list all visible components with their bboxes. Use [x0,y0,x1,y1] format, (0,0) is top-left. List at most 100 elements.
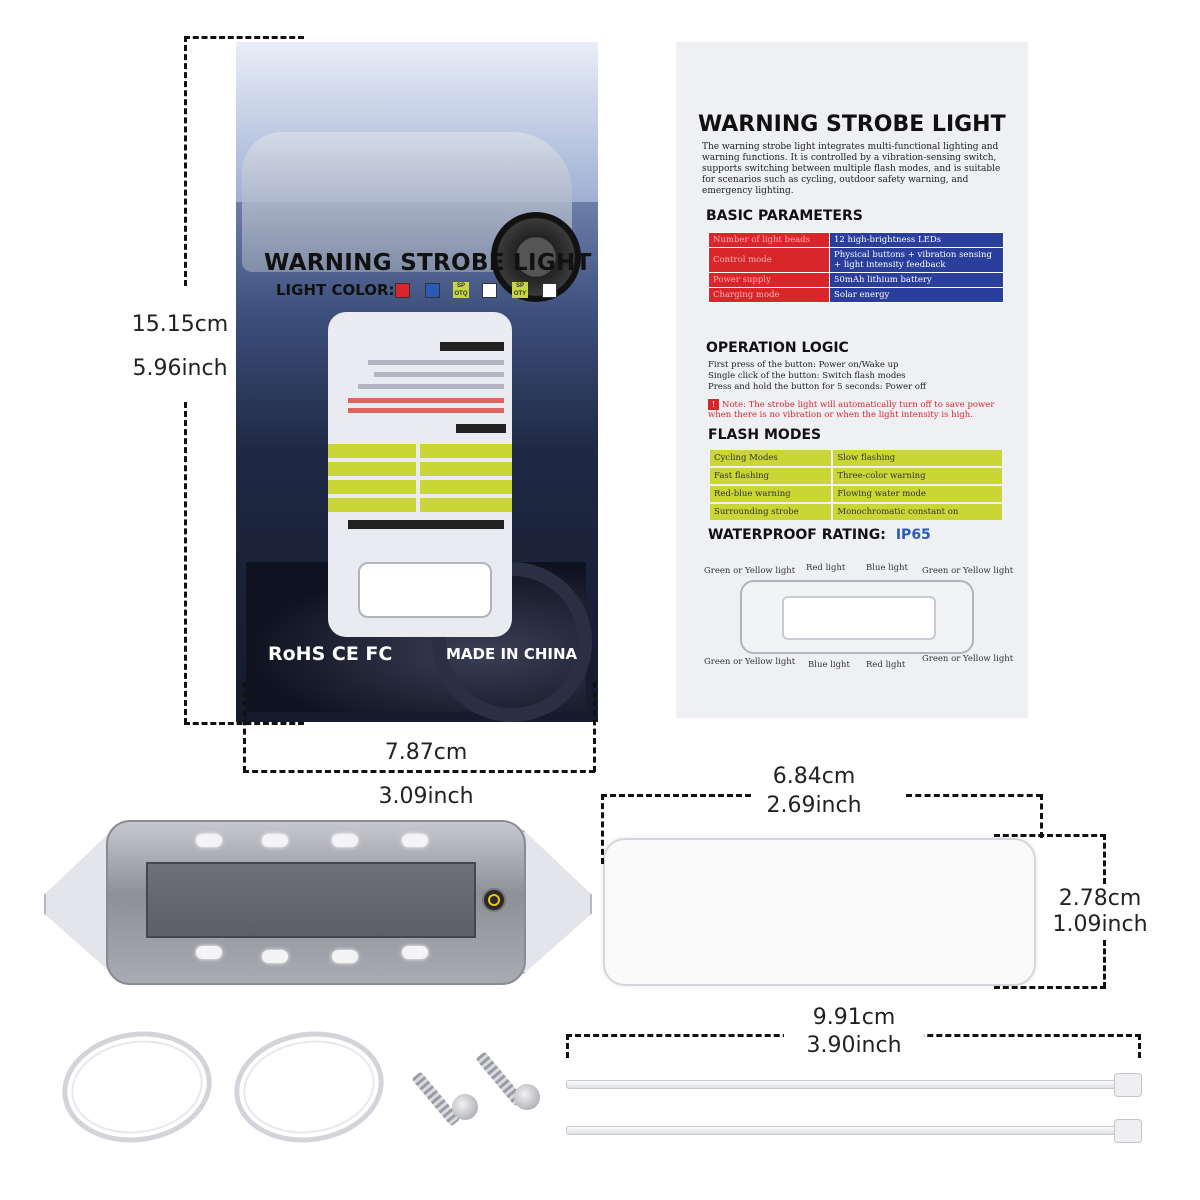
flash-mode: Fast flashing [707,466,834,486]
package-height-inch: 5.96inch [132,356,228,381]
waterproof-label: WATERPROOF RATING: [708,527,886,543]
flash-mode: Three-color warning [831,466,1004,486]
width-dim-left [243,682,246,772]
sticker-width-dim-left [601,794,751,797]
param-value: 12 high-brightness LEDs [829,232,1004,248]
list-item: Single click of the button: Switch flash… [708,371,906,381]
package-height-cm: 15.15cm [131,312,229,337]
product-intro-text: The warning strobe light integrates mult… [702,142,1001,196]
cable-tie-head [1114,1119,1142,1143]
power-button-icon [482,888,506,912]
led-bead [332,950,358,963]
sticker-width-inch: 2.69inch [766,793,862,818]
diagram-label: Blue light [866,563,908,573]
param-value: Solar energy [829,287,1004,303]
param-key: Power supply [708,272,830,288]
solar-panel [146,862,476,938]
flash-mode: Monochromatic constant on [831,502,1004,522]
blue-color-swatch [425,283,440,298]
flash-mode: Surrounding strobe [707,502,834,522]
height-dim-top [184,36,304,39]
adhesive-pad [603,838,1036,986]
tie-length-cm: 9.91cm [784,1005,924,1030]
front-package-title: WARNING STROBE LIGHT [264,250,592,276]
param-value: 50mAh lithium battery [829,272,1004,288]
screw-head [452,1094,478,1120]
sticker-width-dim-left-tick [601,794,604,864]
param-value: Physical buttons + vibration sensing + l… [829,247,1004,273]
flash-mode: Flowing water mode [831,484,1004,504]
sticker-height-dim-top [994,834,1106,837]
flash-modes-heading: FLASH MODES [708,427,822,443]
param-key: Charging mode [708,287,830,303]
tie-length-dim-right [1138,1034,1141,1058]
led-bead [196,834,222,847]
white-color-swatch [482,283,497,298]
operation-steps: First press of the button: Power on/Wake… [708,360,1008,393]
diagram-label: Green or Yellow light [922,654,1014,664]
note-text: Note: The strobe light will automaticall… [708,400,995,420]
diagram-label: Green or Yellow light [922,566,1014,576]
spare-wheel-illustration [491,212,581,302]
ip-rating: IP65 [895,527,931,543]
certification-marks: RoHS CE FC [268,643,393,665]
package-clear-window [328,312,512,637]
list-item: First press of the button: Power on/Wake… [708,360,899,370]
list-item: Press and hold the button for 5 seconds:… [708,382,927,392]
sticker-height-inch: 1.09inch [1052,912,1148,937]
flash-mode: Cycling Modes [707,448,834,468]
sticker-width-dim-right-tick [1040,794,1043,838]
sticker-height-dim-lower [1103,940,1106,988]
warning-icon: ! [708,399,719,410]
tie-length-inch: 3.90inch [784,1033,924,1058]
width-dim-bottom [243,770,595,773]
waterproof-rating: WATERPROOF RATING: IP65 [708,527,931,543]
package-width-inch: 3.09inch [378,784,474,809]
sp-otq-badge: SP OTQ [453,282,469,298]
sticker-width-dim-right [906,794,1042,797]
param-key: Control mode [708,247,830,273]
diagram-label: Blue light [808,660,850,670]
sticker-height-dim-bottom [994,986,1106,989]
sticker-height-cm: 2.78cm [1058,886,1142,911]
led-bead [262,950,288,963]
sticker-height-dim-upper [1103,834,1106,884]
flash-mode: Red-blue warning [707,484,834,504]
param-key: Number of light beads [708,232,830,248]
back-package-title: WARNING STROBE LIGHT [698,112,1006,137]
led-bead [332,834,358,847]
height-dim-left-lower [184,402,187,724]
sp-oty-badge: SP OTY [512,282,528,298]
rubber-band [55,1022,219,1152]
sticker-width-cm: 6.84cm [772,764,856,789]
rubber-band [227,1022,391,1152]
tie-length-dim-left [566,1034,569,1058]
diagram-label: Red light [866,660,906,670]
screw-head [514,1084,540,1110]
cable-tie-head [1114,1073,1142,1097]
made-in-china-label: MADE IN CHINA [446,645,578,663]
auto-off-note: !Note: The strobe light will automatical… [708,399,1006,420]
white-color-swatch-2 [542,283,557,298]
light-color-label: LIGHT COLOR: [276,281,395,299]
flash-mode: Slow flashing [831,448,1004,468]
diagram-label: Green or Yellow light [704,657,796,667]
led-bead [196,946,222,959]
package-width-cm: 7.87cm [384,740,468,765]
led-bead [402,946,428,959]
width-dim-right [593,682,596,772]
basic-parameters-heading: BASIC PARAMETERS [706,208,863,224]
diagram-label: Green or Yellow light [704,566,796,576]
operation-logic-heading: OPERATION LOGIC [706,340,849,356]
cable-tie [566,1080,1128,1089]
mirrored-heading [440,342,504,351]
cable-tie [566,1126,1128,1135]
